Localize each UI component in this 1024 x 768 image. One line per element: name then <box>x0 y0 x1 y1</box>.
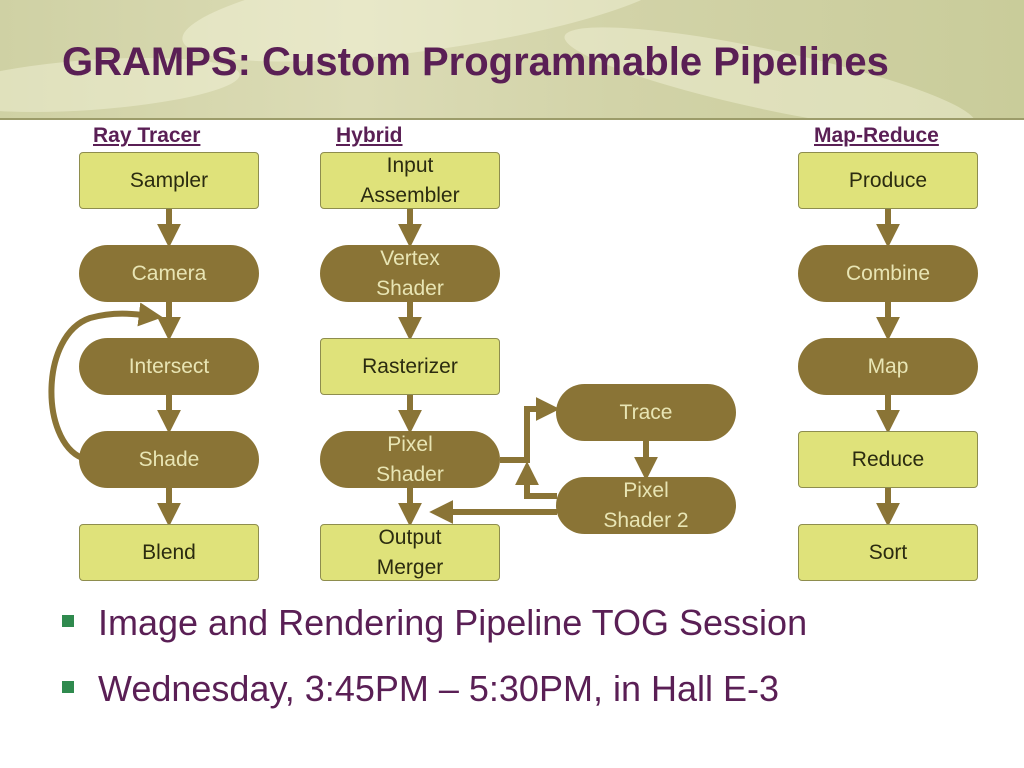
node-sort: Sort <box>798 524 978 581</box>
node-input-assembler: Input Assembler <box>320 152 500 209</box>
node-produce: Produce <box>798 152 978 209</box>
column-title-map-reduce: Map-Reduce <box>814 124 939 147</box>
title-banner <box>0 0 1024 118</box>
node-pixel-shader: Pixel Shader <box>320 431 500 488</box>
node-trace: Trace <box>556 384 736 441</box>
title-divider <box>0 118 1024 120</box>
column-title-ray-tracer: Ray Tracer <box>93 124 201 147</box>
column-title-hybrid: Hybrid <box>336 124 403 147</box>
square-bullet-icon <box>62 681 74 693</box>
node-intersect: Intersect <box>79 338 259 395</box>
node-sampler: Sampler <box>79 152 259 209</box>
node-map: Map <box>798 338 978 395</box>
arrow-pixel2-rasterpath <box>515 461 557 499</box>
slide-title: GRAMPS: Custom Programmable Pipelines <box>62 40 889 84</box>
square-bullet-icon <box>62 615 74 627</box>
node-combine: Combine <box>798 245 978 302</box>
bullet-item: Image and Rendering Pipeline TOG Session <box>62 590 807 656</box>
bullet-list: Image and Rendering Pipeline TOG Session… <box>62 590 807 722</box>
bullet-item: Wednesday, 3:45PM – 5:30PM, in Hall E-3 <box>62 656 807 722</box>
node-pixel-shader-2: Pixel Shader 2 <box>556 477 736 534</box>
node-camera: Camera <box>79 245 259 302</box>
node-blend: Blend <box>79 524 259 581</box>
arrow-pixel-trace <box>500 397 560 463</box>
node-vertex-shader: Vertex Shader <box>320 245 500 302</box>
node-shade: Shade <box>79 431 259 488</box>
arrow-shade-loop-intersect <box>48 302 163 461</box>
node-reduce: Reduce <box>798 431 978 488</box>
node-rasterizer: Rasterizer <box>320 338 500 395</box>
node-output-merger: Output Merger <box>320 524 500 581</box>
